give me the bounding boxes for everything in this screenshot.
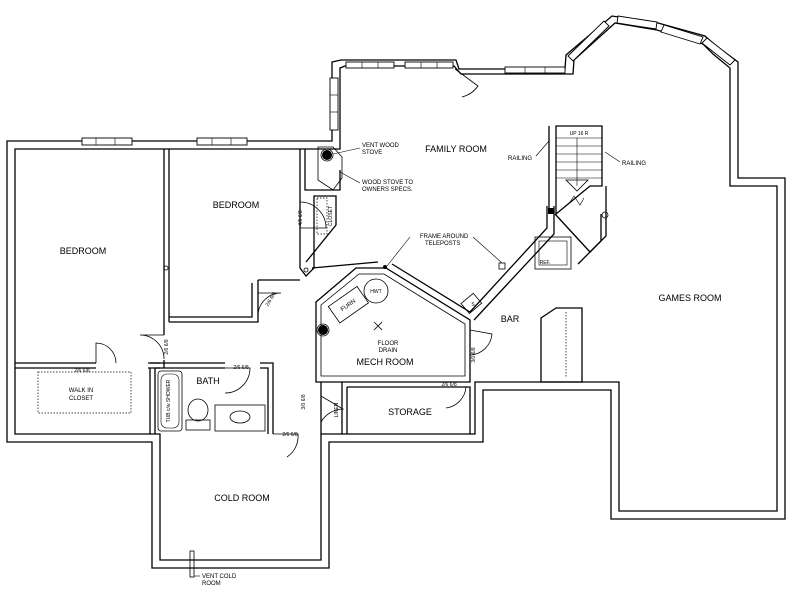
label-linen: LINEN [334, 402, 340, 417]
label-bar: BAR [501, 314, 520, 324]
vanity [214, 404, 266, 432]
note-vent-stove-1: VENT WOOD [362, 143, 400, 149]
window-right-bedroom [196, 137, 248, 146]
window-bay-3 [660, 24, 704, 45]
door-bath [224, 367, 251, 394]
closet-shelf [316, 197, 328, 235]
label-floor-drain-2: DRAIN [379, 348, 398, 354]
stove-s [460, 292, 483, 315]
walk-in-closet-shelf [37, 371, 132, 414]
door-right-bedroom [257, 292, 282, 317]
doors [95, 68, 493, 458]
bathtub [157, 370, 183, 432]
label-cold-room: COLD ROOM [214, 493, 270, 503]
note-wood-stove-2: OWNERS SPECS. [362, 187, 413, 193]
room-labels: FAMILY ROOM BEDROOM BEDROOM GAMES ROOM B… [60, 144, 722, 503]
leader-lines [194, 140, 621, 577]
note-vent-cold-2: ROOM [202, 581, 221, 587]
door-storage [443, 386, 467, 409]
telepost-frame [498, 262, 506, 270]
sink [229, 410, 251, 424]
telepost-square-icon [548, 208, 554, 214]
door-label-storage: 2/6 6/8 [441, 382, 457, 388]
door-walk-in-closet [95, 342, 117, 364]
label-bedroom-left: BEDROOM [60, 246, 107, 256]
label-walk-in-2: CLOSET [69, 396, 93, 402]
label-stair-up: UP 16 R [570, 131, 589, 137]
note-railing-left: RAILING [508, 156, 532, 162]
window-family-room-left [345, 61, 395, 69]
bar-counter [540, 307, 583, 383]
window-family-room-side [329, 77, 339, 131]
door-left-bedroom [139, 334, 165, 360]
wood-stove-hearth [317, 146, 343, 191]
label-family-room: FAMILY ROOM [425, 144, 487, 154]
outer-walls [6, 15, 786, 569]
label-mech-room: MECH ROOM [357, 357, 414, 367]
door-label-walk-in: 2/6 6/8 [74, 368, 90, 374]
door-label-bedroom-right: 2/6 6/8 [265, 291, 278, 307]
stair-arrow-icon [565, 179, 589, 192]
wall-jack-left [163, 265, 169, 271]
hot-water-tank-icon [363, 278, 389, 304]
door-label-mech-room: 3/0 6/8 [471, 347, 477, 363]
door-labels: 2/6 6/8 2/6 6/8 2/6 6/8 4/0 6/8 2/6 6/8 … [74, 210, 477, 438]
toilet-bowl [187, 398, 209, 422]
door-family-room-bay [454, 68, 479, 98]
window-bay-1 [567, 20, 610, 62]
cold-room-vent [189, 550, 195, 578]
label-closet: CLOSET [328, 206, 334, 226]
label-ref: REF. [540, 260, 551, 266]
label-walk-in-1: WALK IN [69, 388, 93, 394]
toilet-tank [185, 419, 211, 431]
fixture-labels: HWT FURN FLOOR DRAIN REF. TUB c/w SHOWER… [166, 131, 589, 422]
door-cold-room [273, 433, 299, 458]
note-frame-1: FRAME AROUND [420, 234, 469, 240]
label-hwt: HWT [370, 289, 381, 295]
sump-icon [318, 325, 328, 335]
label-floor-drain-1: FLOOR [378, 341, 399, 347]
label-bedroom-right: BEDROOM [213, 200, 260, 210]
door-label-cold-room: 2/6 6/8 [282, 432, 298, 438]
window-family-room-mid [404, 61, 454, 69]
windows [81, 15, 736, 146]
note-frame-2: TELEPOSTS [425, 241, 460, 247]
label-tub-shower: TUB c/w SHOWER [166, 379, 172, 422]
window-left-bedroom [81, 137, 133, 146]
note-vent-cold-1: VENT COLD [202, 574, 237, 580]
door-mech-room [469, 329, 493, 356]
label-furn: FURN [340, 299, 357, 313]
label-storage: STORAGE [388, 407, 432, 417]
telepost-dot-icon [383, 265, 387, 269]
annotations: VENT WOOD STOVE WOOD STOVE TO OWNERS SPE… [202, 143, 646, 587]
wall-jack-right [303, 267, 309, 273]
floor-drain-icon [373, 321, 383, 331]
door-label-closet: 4/0 6/8 [298, 210, 304, 226]
vent-wood-stove-icon [322, 150, 332, 160]
note-vent-stove-2: STOVE [362, 150, 382, 156]
note-wood-stove-1: WOOD STOVE TO [362, 180, 413, 186]
window-family-room-right [504, 66, 566, 74]
label-bath: BATH [196, 376, 219, 386]
interior-walls [15, 125, 607, 434]
door-label-linen: 3/0 6/8 [301, 394, 307, 410]
door-label-bath: 2/6 6/8 [233, 365, 249, 371]
note-railing-right: RAILING [622, 161, 646, 167]
window-bay-2 [616, 15, 658, 30]
refrigerator [534, 236, 572, 270]
furnace [327, 285, 370, 324]
door-label-bedroom-left: 2/6 6/8 [164, 339, 170, 355]
label-stair-s: S [471, 302, 475, 308]
door-linen [320, 395, 345, 423]
window-bay-4 [701, 37, 736, 66]
door-closet [299, 201, 327, 229]
staircase [548, 137, 609, 219]
label-games-room: GAMES ROOM [658, 293, 721, 303]
fixtures [37, 148, 572, 578]
